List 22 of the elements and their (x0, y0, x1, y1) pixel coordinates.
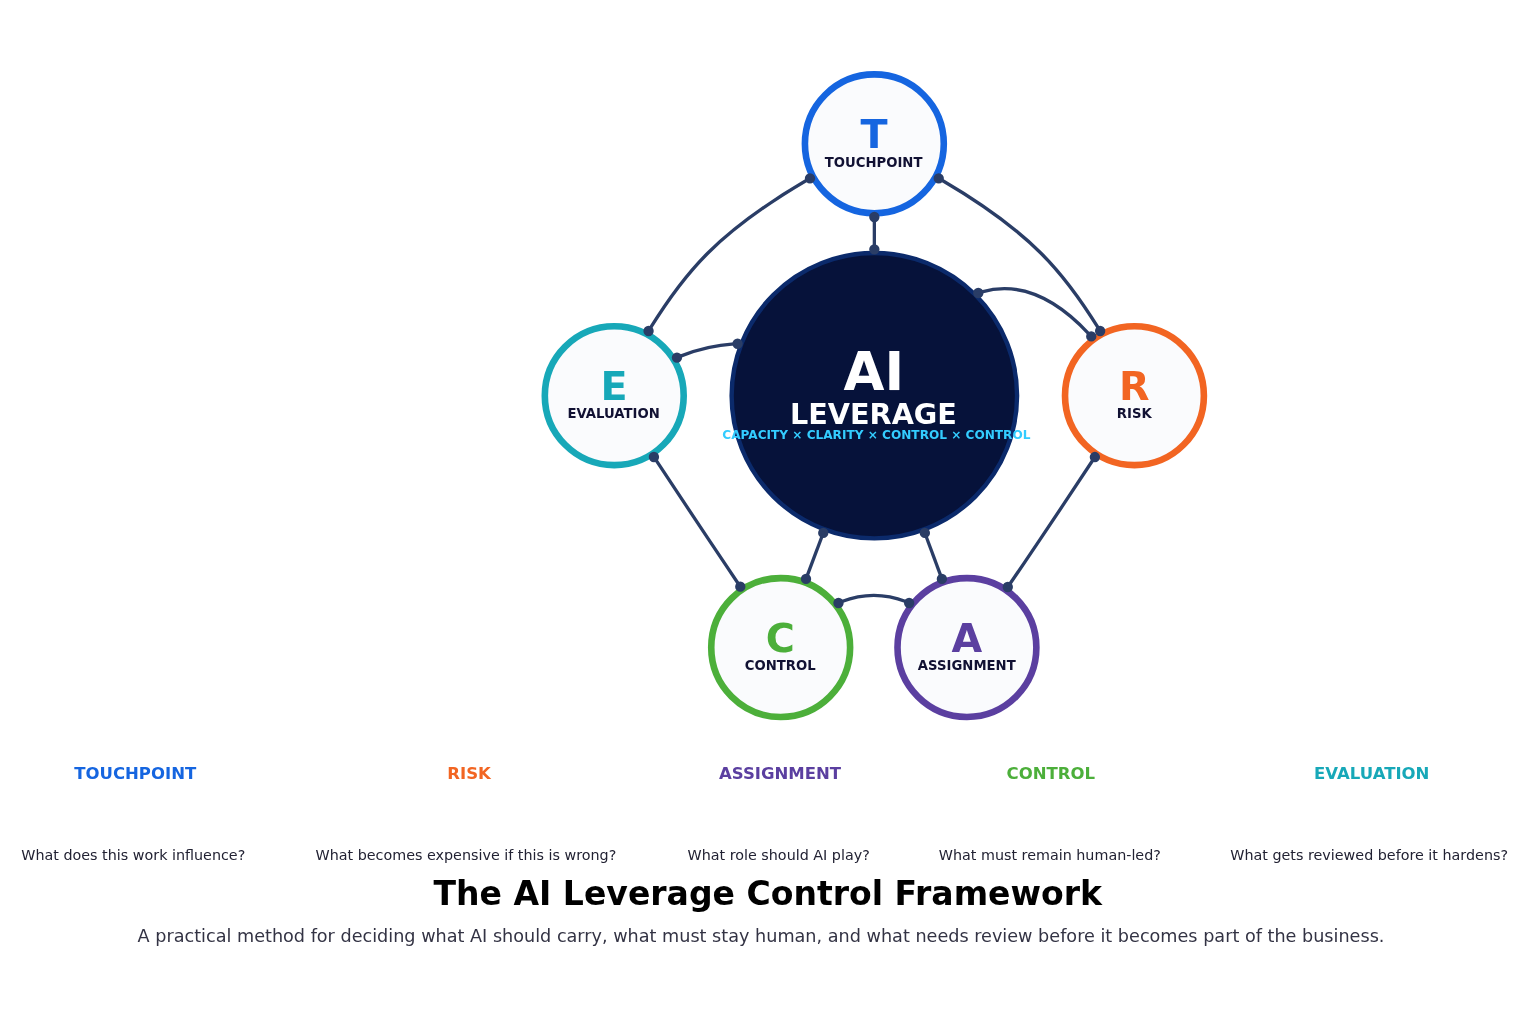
label: EVALUATION (1314, 763, 1430, 783)
label: What becomes expensive if this is wrong? (315, 846, 617, 863)
label: What must remain human-led? (938, 846, 1161, 863)
caption: A practical method for deciding what AI should carry, what must stay human, and what needs review before it becomes part of the business. (137, 925, 1385, 946)
label: RISK (447, 763, 491, 783)
label: What does this work influence? (21, 846, 246, 863)
label: What role should AI play? (687, 846, 870, 863)
label: TOUCHPOINT (74, 763, 197, 783)
connector (833, 593, 915, 608)
connector (919, 527, 948, 584)
connector (973, 286, 1097, 342)
diagram-title: The AI Leverage Control Framework (433, 873, 1103, 913)
label: CONTROL (1006, 763, 1096, 783)
connector (800, 527, 829, 584)
connector (869, 211, 880, 255)
connector (648, 451, 746, 592)
connector (643, 172, 816, 336)
label: ASSIGNMENT (718, 763, 842, 783)
connector (671, 338, 743, 363)
label: What gets reviewed before it hardens? (1230, 846, 1509, 863)
connector (933, 172, 1106, 336)
connector (1002, 451, 1101, 592)
